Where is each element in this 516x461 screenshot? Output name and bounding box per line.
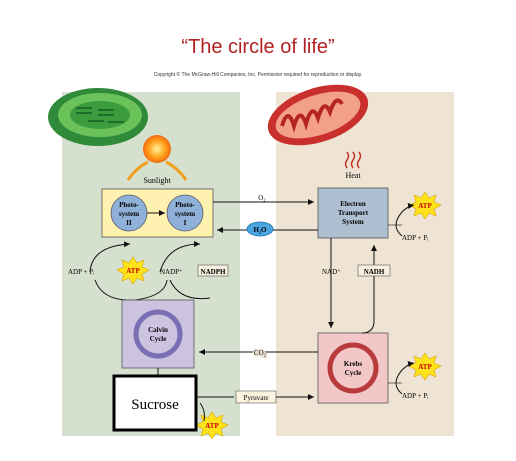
etc-line3: System xyxy=(342,218,364,226)
calvin-line2: Cycle xyxy=(150,335,167,343)
svg-text:ATP: ATP xyxy=(205,422,219,430)
etc-line2: Transport xyxy=(338,209,369,217)
electron-transport-box xyxy=(317,187,389,239)
o2-label: O₂ xyxy=(258,194,266,202)
nad-label: NAD⁺ xyxy=(322,268,341,276)
heat-icon xyxy=(344,151,362,169)
krebs-cycle-ring xyxy=(327,342,379,394)
mitochondrion-icon xyxy=(267,84,369,146)
photosystem-i-circle xyxy=(166,194,204,232)
copyright-notice: Copyright © The McGraw-Hill Companies, I… xyxy=(153,72,363,78)
chloroplast-icon xyxy=(48,88,148,146)
calvin-line1: Calvin xyxy=(148,326,168,334)
page-title: “The circle of life” xyxy=(181,36,335,58)
svg-text:ATP: ATP xyxy=(418,202,432,210)
photosystem-i-line2: system xyxy=(175,210,195,218)
adp-pi-krebs: ADP + Pᵢ xyxy=(402,392,429,400)
sunlight-label: Sunlight xyxy=(143,176,171,185)
etc-line1: Electron xyxy=(340,200,366,208)
atp-burst-etc: ATP xyxy=(408,191,442,220)
nadh-label: NADH xyxy=(364,268,385,276)
photosystem-ii-line2: system xyxy=(119,210,139,218)
krebs-line1: Krebs xyxy=(344,360,362,368)
nadh-box xyxy=(357,264,391,277)
krebs-line2: Cycle xyxy=(345,369,362,377)
photosystem-i-line3: I xyxy=(184,219,187,227)
atp-burst-krebs: ATP xyxy=(408,352,442,381)
photosystem-i-line1: Photo- xyxy=(175,201,196,209)
photosystem-ii-line1: Photo- xyxy=(119,201,140,209)
svg-text:ATP: ATP xyxy=(126,267,140,275)
nadph-label: NADPH xyxy=(201,268,226,276)
nadp-label: NADP⁺ xyxy=(160,268,183,276)
nadph-box xyxy=(197,264,229,277)
svg-text:ATP: ATP xyxy=(418,363,432,371)
co2-label: CO₂ xyxy=(254,349,267,357)
heat-label: Heat xyxy=(345,171,361,180)
photosystem-ii-line3: II xyxy=(126,219,132,227)
sun-icon xyxy=(143,135,171,163)
sucrose-label: Sucrose xyxy=(131,397,179,413)
h2o-oval xyxy=(246,221,274,237)
calvin-cycle-ring xyxy=(133,309,183,359)
sunlight-arrows xyxy=(126,160,188,181)
adp-pi-photosynthesis: ADP + Pᵢ xyxy=(68,268,95,276)
h2o-label: H₂O xyxy=(254,226,268,234)
pyruvate-label: Pyruvate xyxy=(244,394,269,402)
sucrose-box xyxy=(112,374,198,432)
atp-burst-photosynthesis: ATP xyxy=(116,256,150,285)
adp-pi-etc: ADP + Pᵢ xyxy=(402,234,429,242)
